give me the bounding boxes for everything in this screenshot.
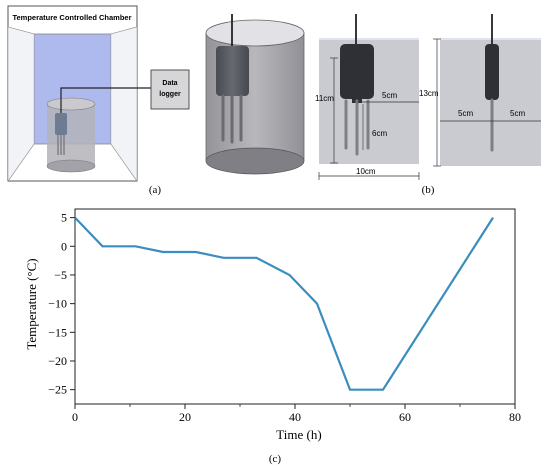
dim-13cm: 13cm: [419, 89, 439, 98]
plot-frame: [74, 208, 516, 405]
setup-diagram: Temperature Controlled Chamber Data logg…: [7, 5, 541, 196]
sensor-side-view: 13cm 5cm 5cm: [419, 14, 541, 167]
dim-11cm: 11cm: [315, 94, 334, 103]
large-sample-cylinder: [205, 14, 305, 175]
x-tick-label: 40: [289, 410, 301, 424]
data-logger-box: Data logger: [150, 69, 190, 110]
chamber-label: Temperature Controlled Chamber: [12, 13, 131, 22]
x-tick-label: 80: [509, 410, 521, 424]
sensor-head: [216, 46, 249, 96]
y-tick-label: −5: [54, 268, 67, 282]
y-ticks: 5 0 −5 −10 −15 −20 −25: [48, 211, 75, 397]
y-tick-label: −15: [48, 325, 67, 339]
x-tick-label: 60: [399, 410, 411, 424]
logger-label-line2: logger: [159, 91, 181, 98]
dim-5cm-right: 5cm: [382, 91, 397, 100]
temperature-chart: 0 20 40 60 80 5 0 −5 −10 −15 −20 −25 Time (h) Temp…: [24, 208, 521, 465]
x-tick-label: 20: [179, 410, 191, 424]
y-tick-label: −10: [48, 297, 67, 311]
sensor-side-head: [485, 44, 499, 100]
caption-c: (c): [269, 453, 282, 465]
x-axis-label: Time (h): [276, 427, 321, 442]
y-tick-label: 5: [61, 211, 67, 225]
y-tick-label: 0: [61, 239, 67, 253]
dim-5cm-left: 5cm: [458, 109, 473, 118]
chamber-drawing: Temperature Controlled Chamber: [7, 5, 151, 182]
y-tick-label: −25: [48, 383, 67, 397]
x-ticks: 0 20 40 60 80: [72, 404, 521, 424]
y-axis-label: Temperature (°C): [24, 258, 39, 349]
logger-label-line1: Data: [162, 80, 177, 87]
dim-6cm: 6cm: [372, 129, 387, 138]
dim-10cm: 10cm: [356, 167, 376, 176]
logger-cable: [60, 87, 151, 113]
temperature-series-line: [74, 216, 494, 391]
caption-a: (a): [149, 184, 162, 196]
caption-b: (b): [422, 184, 435, 196]
dim-5cm-right-side: 5cm: [510, 109, 525, 118]
sensor-front-view: 11cm 5cm 6cm 10cm: [315, 14, 420, 180]
sensor-head-front: [340, 44, 374, 99]
chart-axes: [74, 208, 516, 405]
y-tick-label: −20: [48, 354, 67, 368]
x-tick-label: 0: [72, 410, 78, 424]
small-sample-cylinder: [46, 97, 96, 173]
